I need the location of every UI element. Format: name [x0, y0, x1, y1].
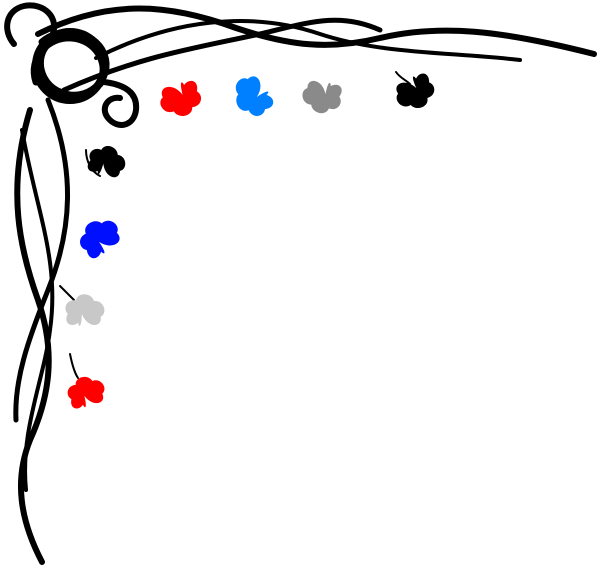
leaf-side-blue — [73, 212, 126, 262]
top-vine-long — [35, 5, 597, 57]
leaf-stem — [59, 285, 75, 301]
knot-outer-loop — [4, 2, 57, 47]
leaf-stem — [395, 71, 411, 85]
leaf-top-red — [157, 79, 204, 120]
left-vine-long — [14, 107, 52, 565]
top-vine-inner — [94, 19, 522, 62]
leaf-side-red — [65, 373, 108, 410]
leaf-stem — [69, 353, 79, 379]
leaf-top-blue — [227, 70, 277, 123]
leaf-side-gray — [64, 292, 106, 328]
knot-curl — [101, 79, 140, 128]
left-vines — [13, 97, 71, 565]
knot-loop-b — [30, 34, 107, 88]
top-vine-sweep — [61, 17, 383, 93]
leaf-top-gray — [298, 76, 345, 118]
top-leaves — [157, 70, 439, 123]
left-vine-inner — [20, 128, 55, 492]
celtic-knot — [4, 2, 140, 128]
top-vines — [35, 5, 597, 93]
leaf-side-black — [84, 140, 130, 182]
leaf-top-black — [391, 71, 439, 115]
